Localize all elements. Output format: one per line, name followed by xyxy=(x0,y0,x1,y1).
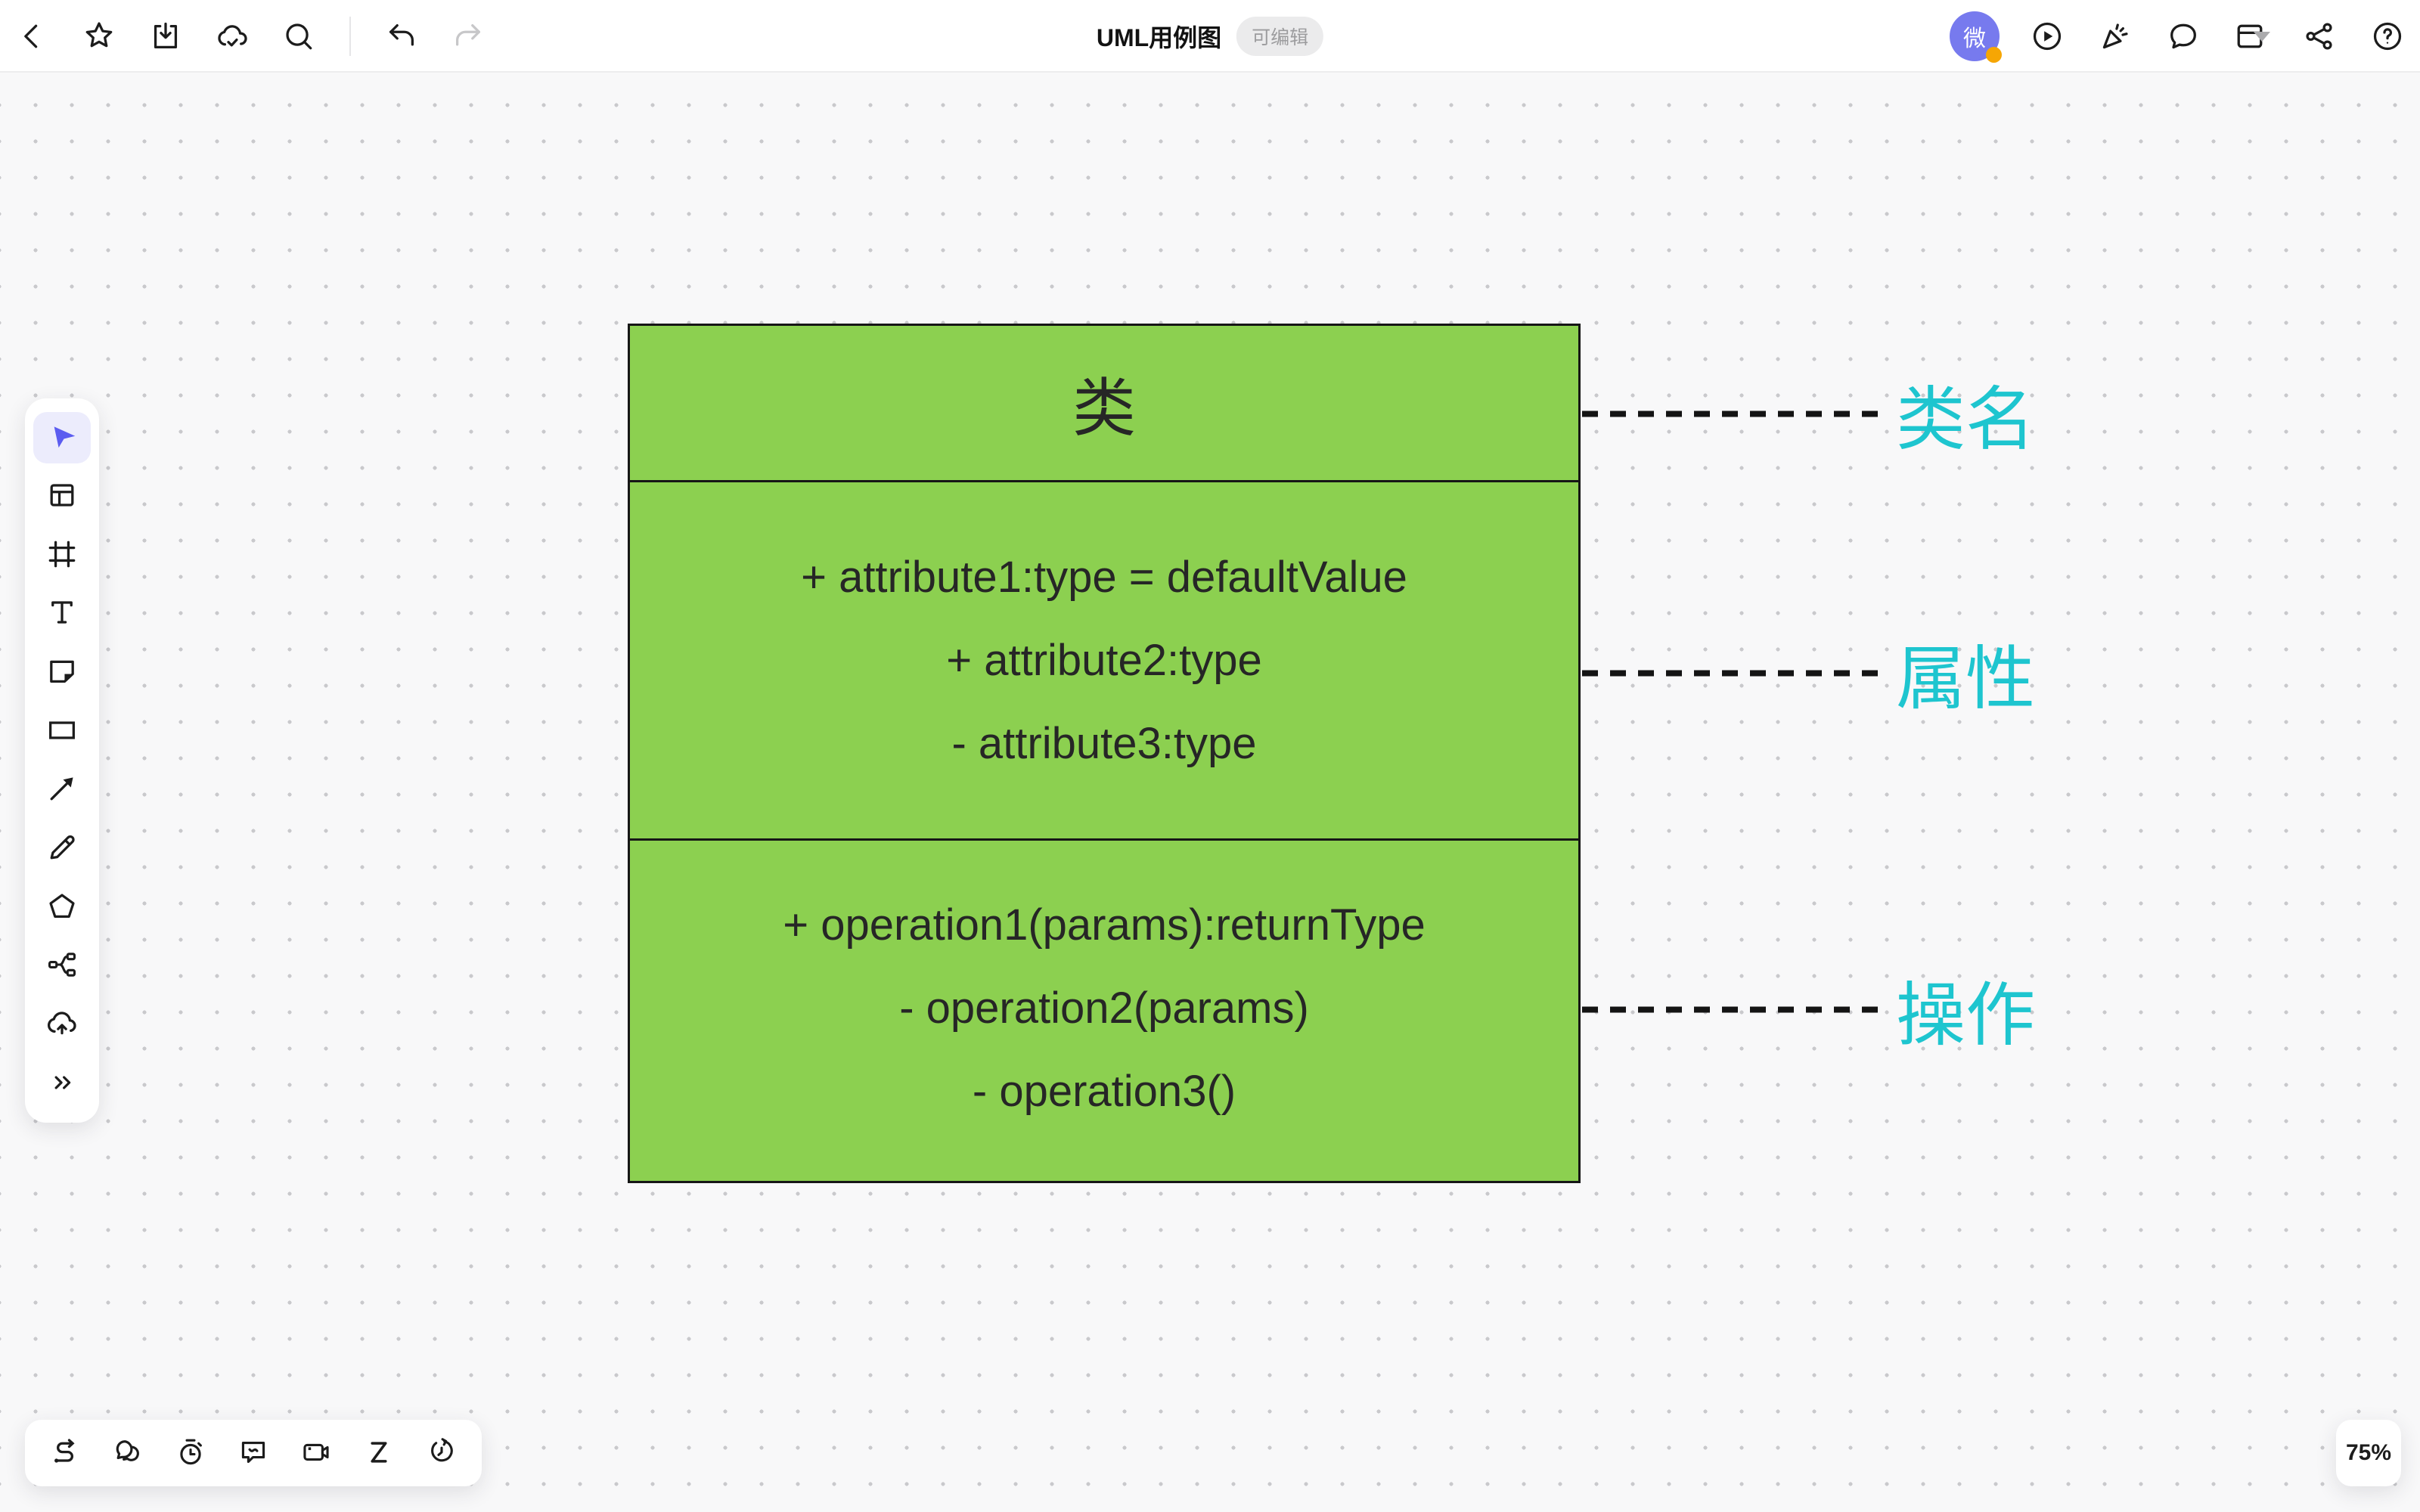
operation-line: - operation2(params) xyxy=(899,984,1309,1033)
whats-new-button[interactable] xyxy=(2095,16,2136,57)
sticky-note-icon xyxy=(45,654,79,691)
uml-class-box[interactable]: 类 + attribute1:type = defaultValue + att… xyxy=(628,324,1581,1183)
double-chevron-right-icon xyxy=(46,1067,78,1101)
play-demo-button[interactable] xyxy=(2027,16,2068,57)
save-download-icon xyxy=(148,19,183,54)
arrow-tool[interactable] xyxy=(33,764,91,816)
comment-bubble-icon xyxy=(237,1436,270,1471)
cloud-sync-icon xyxy=(215,19,250,54)
rectangle-icon xyxy=(45,713,79,750)
class-operations-section[interactable]: + operation1(params):returnType - operat… xyxy=(630,838,1578,1176)
undo-button[interactable] xyxy=(381,16,422,57)
cursor-icon xyxy=(45,419,79,456)
frame-tool[interactable] xyxy=(33,529,91,581)
connector-flow-tool[interactable] xyxy=(42,1430,88,1476)
share-button[interactable] xyxy=(2299,16,2340,57)
comments-button[interactable] xyxy=(2163,16,2204,57)
search-button[interactable] xyxy=(278,16,319,57)
favorite-button[interactable] xyxy=(79,16,119,57)
bottom-tool-bar xyxy=(25,1420,482,1486)
shape-tool[interactable] xyxy=(33,705,91,757)
redo-icon xyxy=(451,19,486,54)
save-button[interactable] xyxy=(145,16,186,57)
side-tool-panel xyxy=(25,398,99,1123)
top-toolbar: UML用例图 可编辑 微 xyxy=(0,0,2420,73)
s-curve-icon xyxy=(48,1436,82,1471)
operation-line: + operation1(params):returnType xyxy=(783,900,1426,950)
pen-icon xyxy=(45,830,79,867)
dashed-connector xyxy=(1582,1006,1888,1012)
history-clock-icon xyxy=(425,1436,458,1471)
annotation-label: 操作 xyxy=(1896,977,2036,1055)
board-tool[interactable] xyxy=(33,470,91,522)
chat-duo-icon xyxy=(111,1436,144,1471)
play-icon xyxy=(2030,19,2065,54)
class-title-section[interactable]: 类 xyxy=(630,326,1578,480)
avatar-status-dot xyxy=(1986,47,2002,63)
zoom-level-indicator[interactable]: 75% xyxy=(2336,1420,2401,1486)
pen-tool[interactable] xyxy=(33,823,91,875)
z-order-tool[interactable] xyxy=(356,1430,402,1476)
document-title: UML用例图 xyxy=(1096,24,1222,51)
class-attributes-section[interactable]: + attribute1:type = defaultValue + attri… xyxy=(630,480,1578,838)
class-title: 类 xyxy=(1072,372,1136,444)
attribute-line: + attribute1:type = defaultValue xyxy=(801,552,1407,602)
editable-badge: 可编辑 xyxy=(1236,17,1324,56)
annotation-class-name[interactable]: 类名 xyxy=(1582,364,2035,464)
comment-tool[interactable] xyxy=(231,1430,276,1476)
annotation-label: 类名 xyxy=(1896,381,2036,459)
avatar-label: 微 xyxy=(1963,26,1986,51)
history-tool[interactable] xyxy=(419,1430,464,1476)
dashed-connector xyxy=(1582,411,1888,417)
toolbar-left-group xyxy=(12,0,489,73)
annotation-attributes[interactable]: 属性 xyxy=(1582,623,2035,723)
cloud-sync-button[interactable] xyxy=(212,16,253,57)
megaphone-icon xyxy=(2098,19,2133,54)
annotation-operations[interactable]: 操作 xyxy=(1582,959,2035,1060)
operation-line: - operation3() xyxy=(972,1067,1236,1116)
help-icon xyxy=(2370,19,2405,54)
redo-button[interactable] xyxy=(448,16,489,57)
stopwatch-icon xyxy=(174,1436,207,1471)
attribute-line: - attribute3:type xyxy=(951,718,1257,768)
arrow-icon xyxy=(45,771,79,808)
board-icon xyxy=(45,478,79,515)
chat-tool[interactable] xyxy=(105,1430,150,1476)
text-tool[interactable] xyxy=(33,588,91,640)
toolbar-divider xyxy=(349,17,351,56)
z-icon xyxy=(362,1436,396,1471)
chevron-down-icon xyxy=(2254,31,2270,42)
toolbar-right-group: 微 xyxy=(1950,0,2408,73)
polygon-tool[interactable] xyxy=(33,881,91,933)
back-button[interactable] xyxy=(12,16,53,57)
sticky-note-tool[interactable] xyxy=(33,646,91,698)
annotation-label: 属性 xyxy=(1896,640,2036,718)
layout-panels-button[interactable] xyxy=(2231,16,2272,57)
mindmap-tool[interactable] xyxy=(33,940,91,992)
upload-tool[interactable] xyxy=(33,999,91,1051)
timer-tool[interactable] xyxy=(168,1430,213,1476)
pentagon-icon xyxy=(45,889,79,926)
mindmap-icon xyxy=(45,947,79,984)
video-camera-icon xyxy=(299,1436,333,1471)
search-icon xyxy=(281,19,316,54)
more-tools[interactable] xyxy=(33,1058,91,1109)
help-button[interactable] xyxy=(2367,16,2408,57)
undo-icon xyxy=(384,19,419,54)
share-icon xyxy=(2302,19,2337,54)
avatar[interactable]: 微 xyxy=(1950,11,2002,63)
cloud-upload-icon xyxy=(45,1006,79,1043)
zoom-level-value: 75% xyxy=(2345,1440,2392,1465)
screen-record-tool[interactable] xyxy=(293,1430,339,1476)
text-icon xyxy=(45,595,79,632)
frame-icon xyxy=(45,537,79,574)
chat-bubble-icon xyxy=(2166,19,2201,54)
dashed-connector xyxy=(1582,670,1888,676)
select-tool[interactable] xyxy=(33,411,91,463)
document-title-group: UML用例图 可编辑 xyxy=(1096,0,1324,73)
whiteboard-canvas[interactable]: 类 + attribute1:type = defaultValue + att… xyxy=(0,73,2420,1512)
back-icon xyxy=(16,20,49,53)
favorite-star-icon xyxy=(82,19,116,54)
attribute-line: + attribute2:type xyxy=(946,635,1262,685)
